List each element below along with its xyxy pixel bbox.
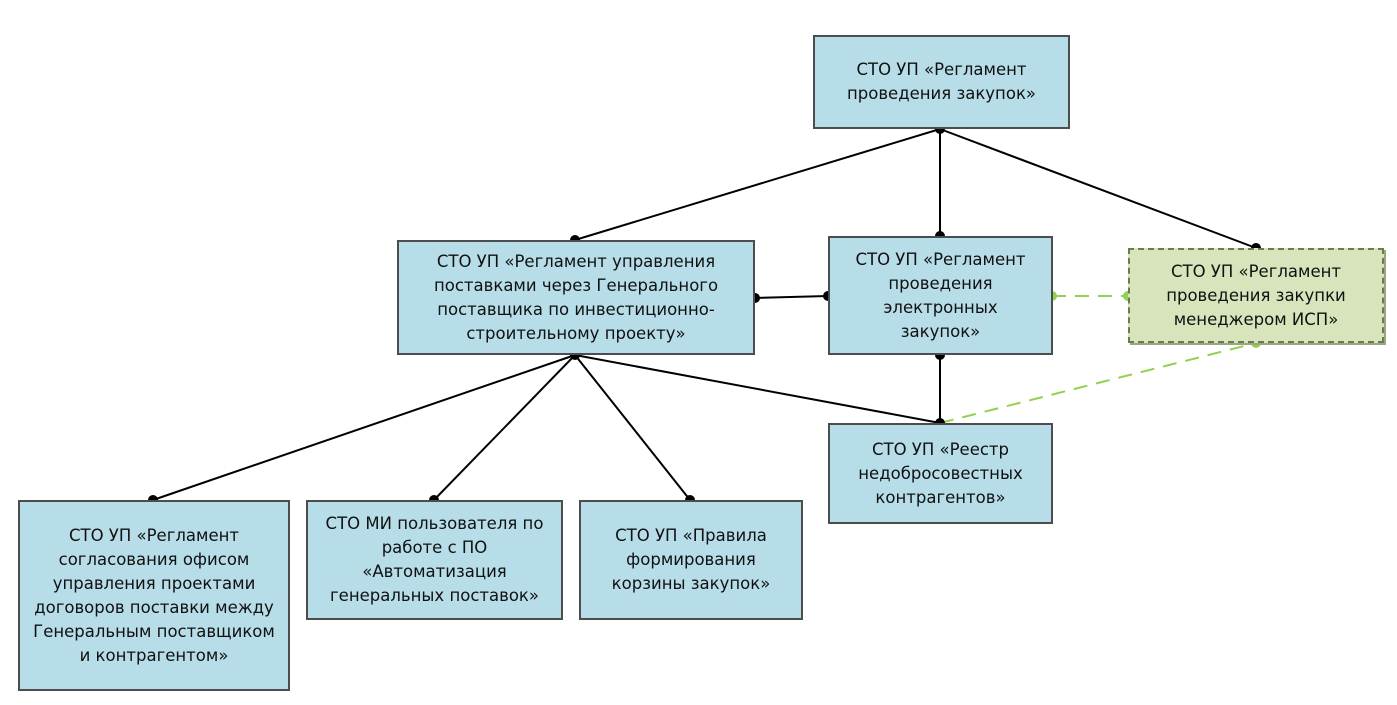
node-procurement-basket-rules: СТО УП «Правила формирования корзины зак…: [579, 500, 803, 620]
node-mi-label: СТО МИ пользователя по работе с ПО «Авто…: [325, 514, 544, 605]
connector-main-to-gen-supplier: [574, 128, 941, 241]
node-isp-manager-procurement-regulation: СТО УП «Регламент проведения закупки мен…: [1128, 248, 1384, 343]
node-isp-label: СТО УП «Регламент проведения закупки мен…: [1166, 261, 1346, 329]
dashed-connector-registry-to-isp: [939, 342, 1257, 424]
connector-gen-supplier-to-electronic: [754, 295, 829, 299]
node-general-supplier-regulation: СТО УП «Регламент управления поставками …: [397, 240, 755, 355]
dashed-connectors: [939, 295, 1257, 424]
node-unreliable-contractors-registry: СТО УП «Реестр недобросовестных контраге…: [828, 423, 1053, 524]
node-user-guide-general-supplies: СТО МИ пользователя по работе с ПО «Авто…: [306, 500, 563, 620]
node-project-office-approval-regulation: СТО УП «Регламент согласования офисом уп…: [18, 500, 290, 691]
node-main-procurement-regulation: СТО УП «Регламент проведения закупок»: [813, 35, 1070, 129]
connector-gen-supplier-to-mi: [433, 354, 576, 501]
connector-gen-supplier-to-office: [152, 354, 576, 501]
node-electronic-procurement-regulation: СТО УП «Регламент проведения электронных…: [828, 236, 1053, 355]
solid-connectors: [152, 128, 1257, 501]
connector-gen-supplier-to-rules: [574, 354, 691, 501]
connector-main-to-isp: [939, 128, 1257, 249]
node-main-label: СТО УП «Регламент проведения закупок»: [846, 60, 1037, 103]
node-rules-label: СТО УП «Правила формирования корзины зак…: [611, 526, 771, 593]
node-gen-supplier-label: СТО УП «Регламент управления поставками …: [433, 251, 719, 343]
node-office-label: СТО УП «Регламент согласования офисом уп…: [33, 525, 275, 665]
node-registry-label: СТО УП «Реестр недобросовестных контраге…: [858, 439, 1023, 507]
node-electronic-label: СТО УП «Регламент проведения электронных…: [855, 249, 1026, 341]
connector-gen-supplier-to-registry: [574, 354, 941, 424]
